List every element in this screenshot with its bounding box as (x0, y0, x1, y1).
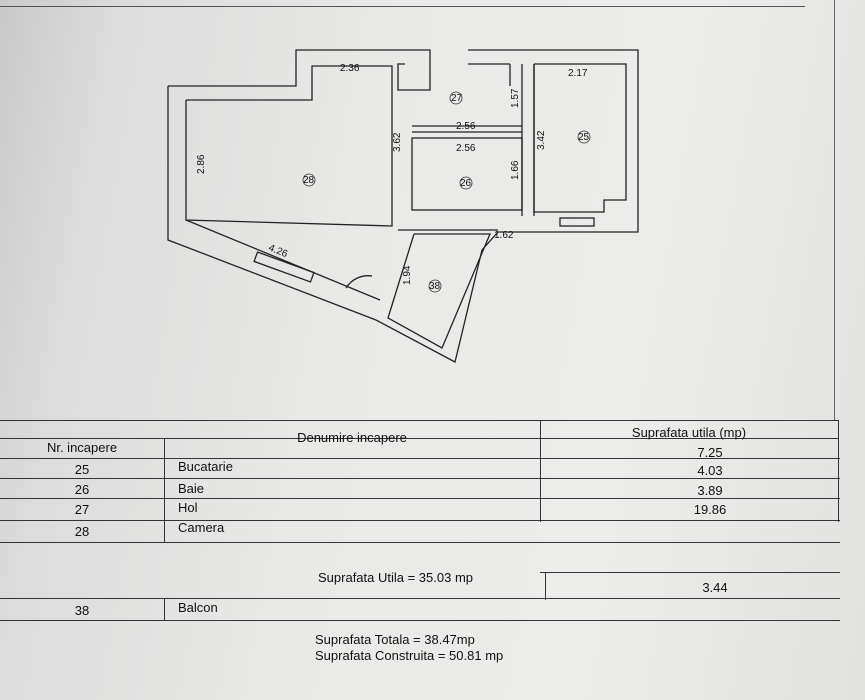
page-edge (0, 0, 805, 7)
room-28-diagonal (185, 219, 381, 301)
dim-label: 2.17 (568, 68, 588, 79)
dim-label: 2.86 (196, 154, 207, 174)
row-name: Bucatarie (178, 459, 233, 474)
room-38-label: 38 (429, 281, 441, 292)
dim-label: 2.56 (456, 143, 476, 154)
dim-label: 2.56 (456, 121, 476, 132)
window (559, 217, 595, 227)
row-nr: 26 (74, 482, 90, 497)
margin-line (834, 0, 835, 420)
outer-wall-left (167, 86, 377, 321)
walls (167, 49, 639, 363)
built-area: Suprafata Construita = 50.81 mp (315, 648, 504, 663)
row-area: 3.89 (697, 483, 723, 498)
dim-label: 2.36 (340, 63, 360, 74)
dim-label: 3.62 (392, 132, 403, 152)
dim-label: 3.42 (536, 130, 547, 150)
row-nr: 28 (74, 524, 90, 539)
row-name: Baie (178, 481, 205, 496)
row-nr: 27 (74, 502, 90, 517)
row-nr: 25 (74, 462, 90, 477)
util-total: Suprafata Utila = 35.03 mp (318, 570, 474, 585)
room-26-label: 26 (460, 178, 472, 189)
row-area: 4.03 (697, 463, 723, 478)
floor-plan: 27 25 26 28 38 2.36 2.17 2.56 2.56 1.62 … (167, 49, 639, 363)
row-name: Camera (178, 520, 225, 535)
room-27-label: 27 (451, 93, 463, 104)
dim-label: 1.66 (510, 160, 521, 180)
outer-wall (168, 49, 431, 91)
door-arc (345, 275, 373, 289)
header-name: Denumire incapere (297, 430, 407, 445)
dim-label: 1.62 (494, 230, 514, 241)
room-25-label: 25 (578, 132, 590, 143)
room-28-label: 28 (303, 175, 315, 186)
balcony-name: Balcon (178, 600, 218, 615)
header-nr: Nr. incapere (46, 440, 118, 455)
row-area: 7.25 (697, 445, 723, 460)
window (253, 251, 315, 283)
balcony-area: 3.44 (702, 580, 728, 595)
total-area: Suprafata Totala = 38.47mp (315, 632, 475, 647)
dim-label: 1.57 (510, 88, 521, 108)
room-38-wall (387, 233, 491, 349)
balcony-nr: 38 (74, 603, 90, 618)
header-area: Suprafata utila (mp) (631, 425, 747, 440)
outer-wall-right (375, 49, 639, 363)
room-28-wall (185, 65, 393, 227)
row-name: Hol (178, 500, 198, 515)
dim-label: 1.94 (402, 265, 413, 285)
row-area: 19.86 (693, 502, 727, 517)
